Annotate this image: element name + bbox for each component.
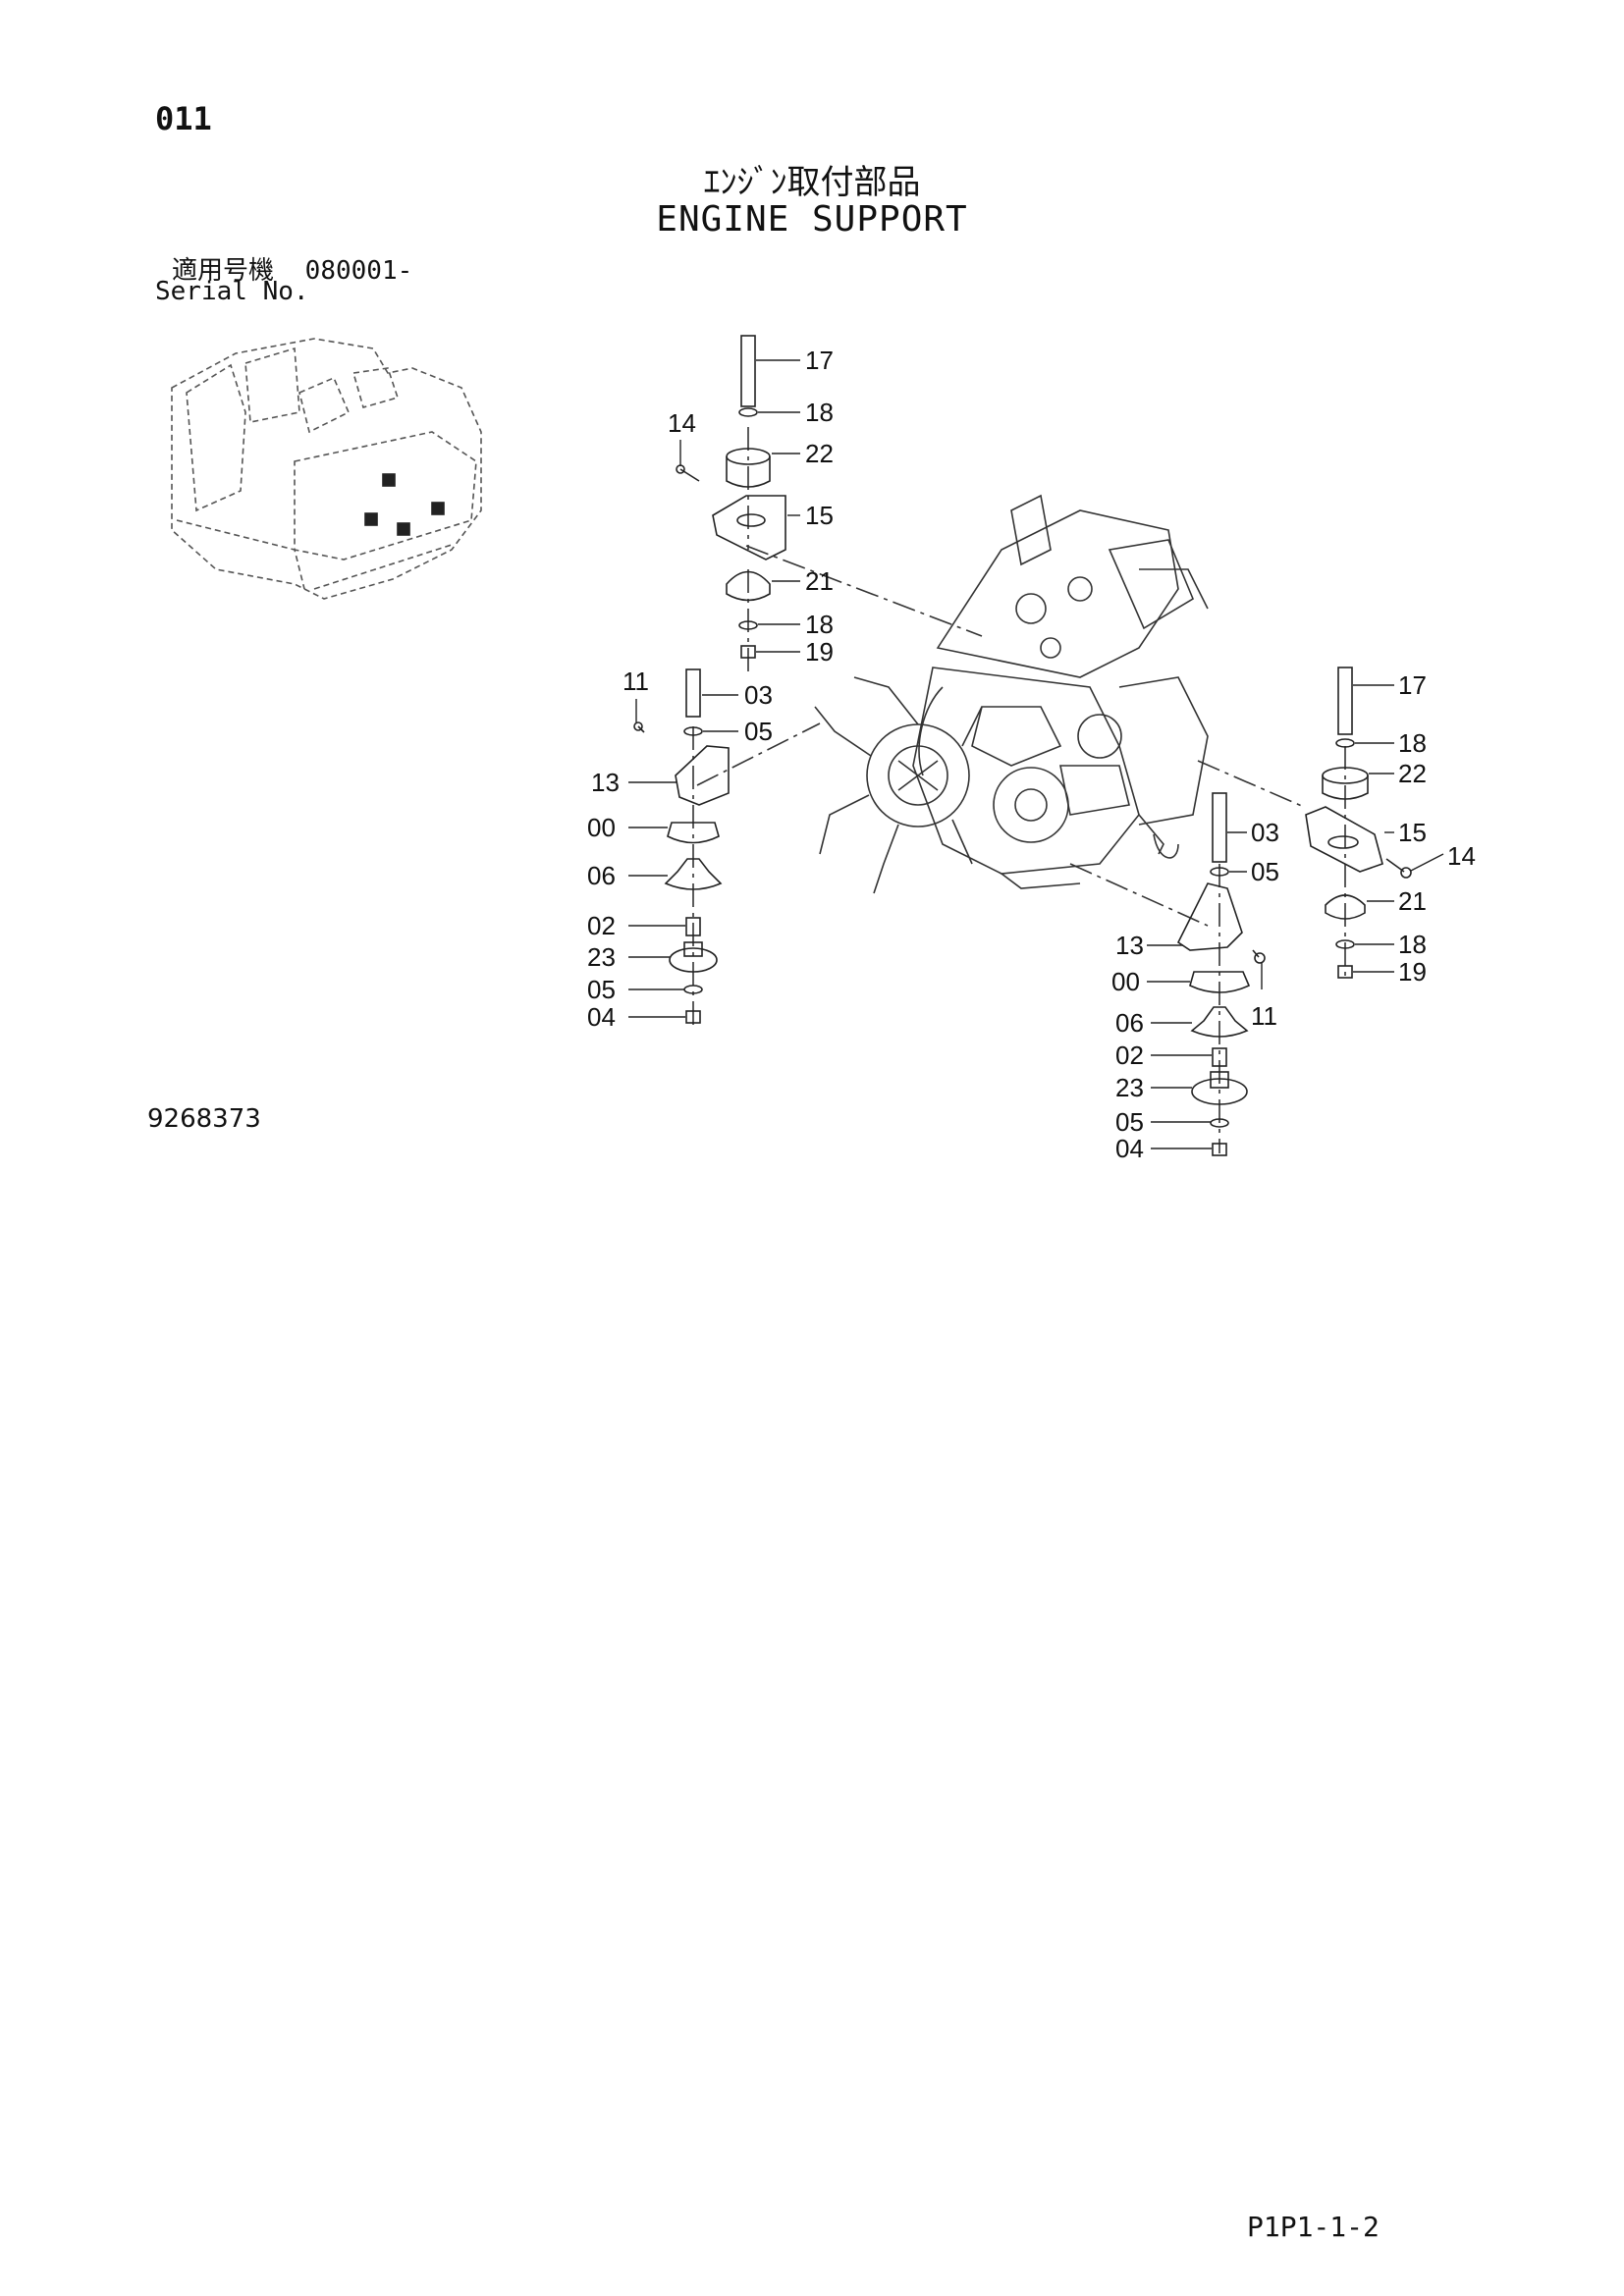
callout-labels: 17 18 14 22 15 21 18 19 11 03 05 13 00 0…	[587, 346, 1476, 1163]
nut-04b	[1212, 1143, 1227, 1156]
callout-02: 02	[587, 911, 616, 940]
washer-18r	[1335, 738, 1355, 748]
nut-04	[685, 1010, 701, 1024]
callout-17: 17	[805, 346, 834, 375]
bracket-13	[675, 745, 730, 806]
callout-04: 04	[587, 1002, 616, 1032]
bolt-11b	[1252, 949, 1260, 958]
spacer-02	[685, 917, 701, 936]
callout-14: 14	[1447, 841, 1476, 871]
callout-02: 02	[1115, 1041, 1144, 1070]
bracket-13b	[1176, 882, 1243, 951]
callout-05: 05	[1251, 857, 1279, 886]
alignment-lines	[692, 427, 1346, 1153]
washer-05c	[1210, 867, 1229, 877]
plate-00b	[1189, 971, 1251, 993]
callout-22: 22	[805, 439, 834, 468]
nut-19r	[1337, 965, 1353, 979]
callout-11: 11	[623, 667, 649, 696]
thumbnail-mount-markers	[364, 473, 445, 536]
bolt-17r	[1337, 667, 1353, 735]
title-english: ENGINE SUPPORT	[656, 199, 968, 240]
callout-05: 05	[744, 717, 773, 746]
callout-05: 05	[1115, 1107, 1144, 1137]
rubber-mount-21	[726, 570, 771, 602]
callout-15: 15	[1398, 818, 1427, 847]
rubber-mount-23	[669, 947, 718, 973]
page-code: P1P1-1-2	[1247, 2211, 1380, 2243]
callout-23: 23	[1115, 1073, 1144, 1102]
cushion-22r	[1322, 775, 1369, 800]
bolt-17	[740, 335, 756, 407]
washer-05d	[1210, 1118, 1229, 1128]
mount-stack-top-left	[676, 335, 786, 659]
callout-13: 13	[591, 768, 620, 797]
bolt-03	[685, 668, 701, 718]
title-japanese: ｴﾝｼﾞﾝ取付部品	[703, 163, 921, 202]
bracket-15r	[1305, 806, 1383, 873]
callout-21: 21	[1398, 886, 1427, 916]
leader-lines	[628, 359, 1444, 1149]
callout-03: 03	[1251, 818, 1279, 847]
mount-stack-right	[1305, 667, 1412, 979]
engine-assembly	[912, 494, 1209, 889]
nut-19	[740, 645, 756, 659]
bracket-15	[712, 495, 786, 561]
mount-stack-bottom	[1176, 792, 1266, 1156]
callout-06: 06	[1115, 1008, 1144, 1038]
callout-05: 05	[587, 975, 616, 1004]
callout-00: 00	[587, 813, 616, 842]
callout-14: 14	[668, 408, 696, 438]
washer-18	[738, 407, 758, 417]
spacer-02b	[1212, 1047, 1227, 1067]
callout-17: 17	[1398, 670, 1427, 700]
cushion-06	[664, 858, 723, 890]
callout-23: 23	[587, 942, 616, 972]
callout-21: 21	[805, 566, 834, 596]
callout-06: 06	[587, 861, 616, 890]
plate-00	[667, 822, 720, 844]
callout-19: 19	[805, 637, 834, 667]
machine-overview-thumbnail	[171, 338, 482, 600]
bolt-14r	[1385, 858, 1405, 873]
callout-18: 18	[805, 610, 834, 639]
section-number: 011	[155, 100, 212, 137]
drawing-number: 9268373	[147, 1104, 261, 1134]
callout-03: 03	[744, 680, 773, 710]
washer-18b	[738, 620, 758, 630]
serial-label-jp: 適用号機	[172, 256, 275, 286]
bolt-03b	[1212, 792, 1227, 863]
cushion-06b	[1190, 1006, 1249, 1038]
cooling-fan	[814, 676, 983, 894]
callout-19: 19	[1398, 957, 1427, 987]
callout-00: 00	[1111, 967, 1140, 996]
callout-11: 11	[1251, 1001, 1277, 1031]
callout-15: 15	[805, 501, 834, 530]
serial-value: 080001-	[304, 256, 413, 286]
callout-22: 22	[1398, 759, 1427, 788]
callout-18: 18	[1398, 728, 1427, 758]
callout-04: 04	[1115, 1134, 1144, 1163]
callout-18: 18	[1398, 930, 1427, 959]
cushion-22	[726, 456, 771, 488]
mount-stack-left	[633, 668, 730, 1024]
serial-label-japanese: 適用号機 080001-	[172, 250, 412, 287]
serial-label-english: Serial No.	[155, 277, 309, 306]
rubber-mount-23b	[1191, 1078, 1248, 1105]
washer-18rb	[1335, 939, 1355, 949]
rubber-mount-21r	[1325, 894, 1366, 920]
callout-18: 18	[805, 398, 834, 427]
washer-05	[683, 726, 703, 736]
callout-13: 13	[1115, 931, 1144, 960]
